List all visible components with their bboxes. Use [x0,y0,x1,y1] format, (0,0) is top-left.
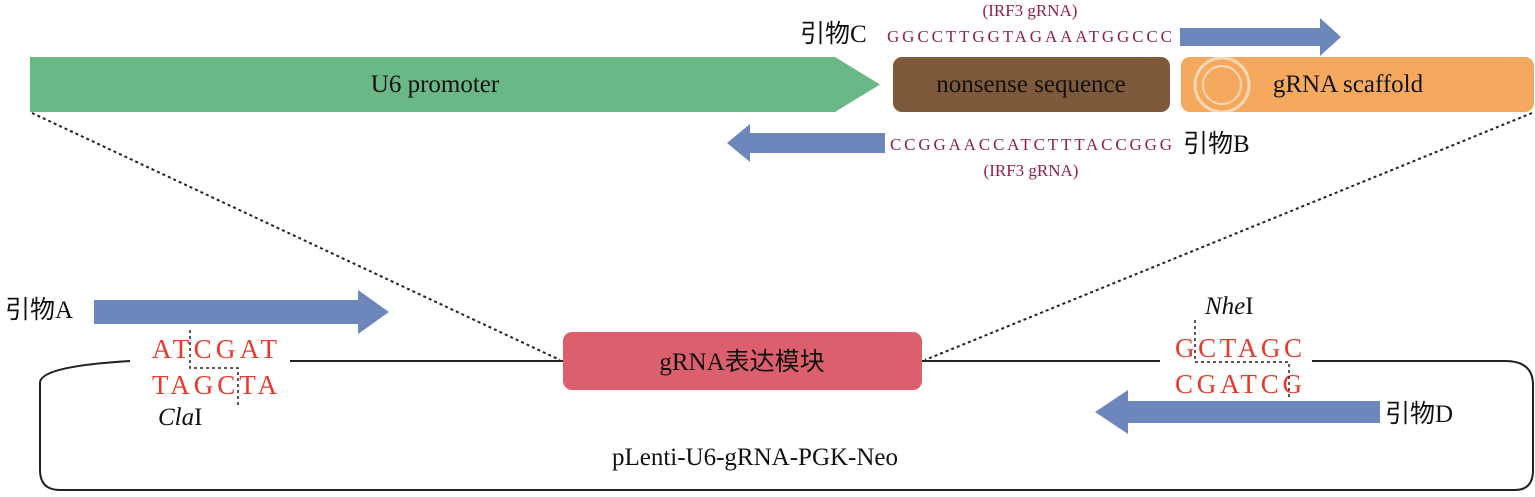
module-label: gRNA表达模块 [659,348,824,376]
nhe-cut-mark [1194,320,1290,398]
plasmid-backbone [39,360,1534,491]
primer-c-note: (IRF3 gRNA) [983,1,1078,20]
u6-promoter-label: U6 promoter [371,71,500,98]
primer-d-arrow [1095,390,1380,434]
primer-b-label: 引物B [1183,130,1250,158]
cla-site-top: ATCGAT [152,334,278,364]
nhe-enzyme-label: NheI [1204,293,1254,320]
watermark-seal-icon [1193,56,1251,114]
zoom-line-right [924,112,1533,361]
primer-c-sequence: GGCCTTGGTAGAAATGGCCC [887,27,1172,46]
primer-b-arrow [727,124,885,162]
primer-b-sequence: CCGGAACCATCTTTACCGGG [890,135,1172,154]
primer-d-label: 引物D [1385,400,1453,428]
primer-a-arrow [94,290,389,334]
cla-site-bottom: TAGCTA [152,370,278,400]
zoom-line-left [31,112,561,361]
cla-enzyme-label: ClaI [158,404,202,431]
primer-c-arrow [1180,18,1341,56]
nonsense-sequence-label: nonsense sequence [936,71,1126,98]
nonsense-sequence-box [893,57,1170,112]
gRNA-scaffold-box [1181,57,1534,112]
plasmid-name: pLenti-U6-gRNA-PGK-Neo [612,444,898,471]
nhe-site-bottom: CGATCG [1175,369,1302,399]
primer-c-label: 引物C [800,20,867,48]
primer-b-note: (IRF3 gRNA) [984,161,1079,180]
gRNA-expression-module [563,332,922,390]
cla-cut-mark [189,330,239,406]
primer-a-label: 引物A [5,296,73,324]
gRNA-scaffold-label: gRNA scaffold [1273,71,1424,98]
u6-promoter-arrow [30,57,880,112]
nhe-site-top: GCTAGC [1175,333,1302,363]
